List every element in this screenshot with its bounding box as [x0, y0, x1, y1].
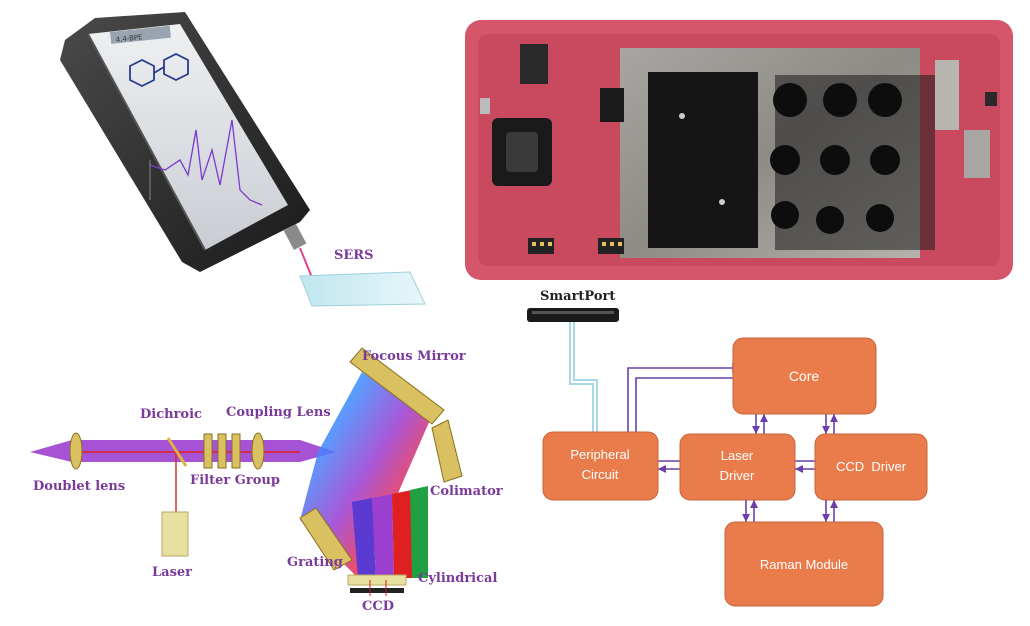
- screen-spectrum: [149, 119, 263, 206]
- laser-source: [161, 511, 189, 557]
- connector-pins: [528, 238, 624, 254]
- doublet-lens-element: [69, 432, 83, 470]
- phone-interior-photo: [465, 20, 1013, 280]
- filter-group-label: Filter Group: [190, 473, 280, 488]
- block-peripheral-label-2: Circuit: [582, 467, 619, 482]
- collimator-label: Colimator: [430, 484, 503, 499]
- phone-screen: [88, 24, 288, 250]
- doublet-lens-label: Doublet lens: [33, 479, 125, 494]
- ccd-label: CCD: [362, 599, 394, 614]
- block-core-label: Core: [789, 368, 820, 384]
- block-laser-label-2: Driver: [720, 468, 755, 483]
- dispersed-beams: [352, 486, 428, 578]
- smartphone-illustration: 4,4-BPE SERS: [60, 12, 426, 307]
- filter-group-element: [203, 433, 241, 469]
- shield-window: [648, 72, 758, 248]
- cylindrical-label: Cylindrical: [418, 571, 497, 586]
- focus-mirror-element: [349, 347, 445, 425]
- ccd-element: [350, 588, 404, 593]
- block-connectors: [627, 362, 838, 522]
- collimator-element: [431, 419, 463, 483]
- block-laser-driver: Laser Driver: [679, 433, 796, 501]
- optical-layout: Focous Mirror Dichroic Coupling Lens Dou…: [30, 347, 503, 614]
- smartport-cable: [569, 322, 598, 438]
- dichroic-element: [166, 437, 188, 467]
- spectrometer-rays: [300, 372, 430, 580]
- sers-label: SERS: [334, 248, 374, 263]
- block-ccd-driver: CCD Driver: [814, 433, 928, 501]
- block-laser-label-1: Laser: [721, 448, 754, 463]
- molecule-icon: [129, 52, 189, 88]
- smartport-bar: [527, 308, 619, 322]
- phone-screen-title: 4,4-BPE: [115, 33, 143, 44]
- smartport-label: SmartPort: [540, 289, 615, 304]
- sers-substrate: [299, 271, 426, 307]
- dichroic-label: Dichroic: [140, 407, 202, 422]
- block-raman-module: Raman Module: [724, 521, 884, 607]
- grating-element: [299, 507, 353, 571]
- block-ccd-driver-label: CCD Driver: [836, 459, 907, 474]
- block-raman-label: Raman Module: [760, 557, 848, 572]
- grating-label: Grating: [287, 555, 343, 570]
- focus-mirror-label: Focous Mirror: [362, 349, 466, 364]
- block-diagram: Core Peripheral Circuit Laser Driver CCD…: [542, 337, 928, 607]
- block-core: Core: [732, 337, 877, 415]
- coupling-lens-label: Coupling Lens: [226, 405, 331, 420]
- laser-label: Laser: [152, 565, 192, 580]
- cylindrical-lens-element: [347, 574, 407, 586]
- capacitor-cluster: [770, 83, 902, 234]
- block-peripheral-label-1: Peripheral: [570, 447, 629, 462]
- smartport-connector: SmartPort: [527, 289, 619, 438]
- coupling-lens-element: [251, 432, 265, 470]
- block-peripheral-circuit: Peripheral Circuit: [542, 431, 659, 501]
